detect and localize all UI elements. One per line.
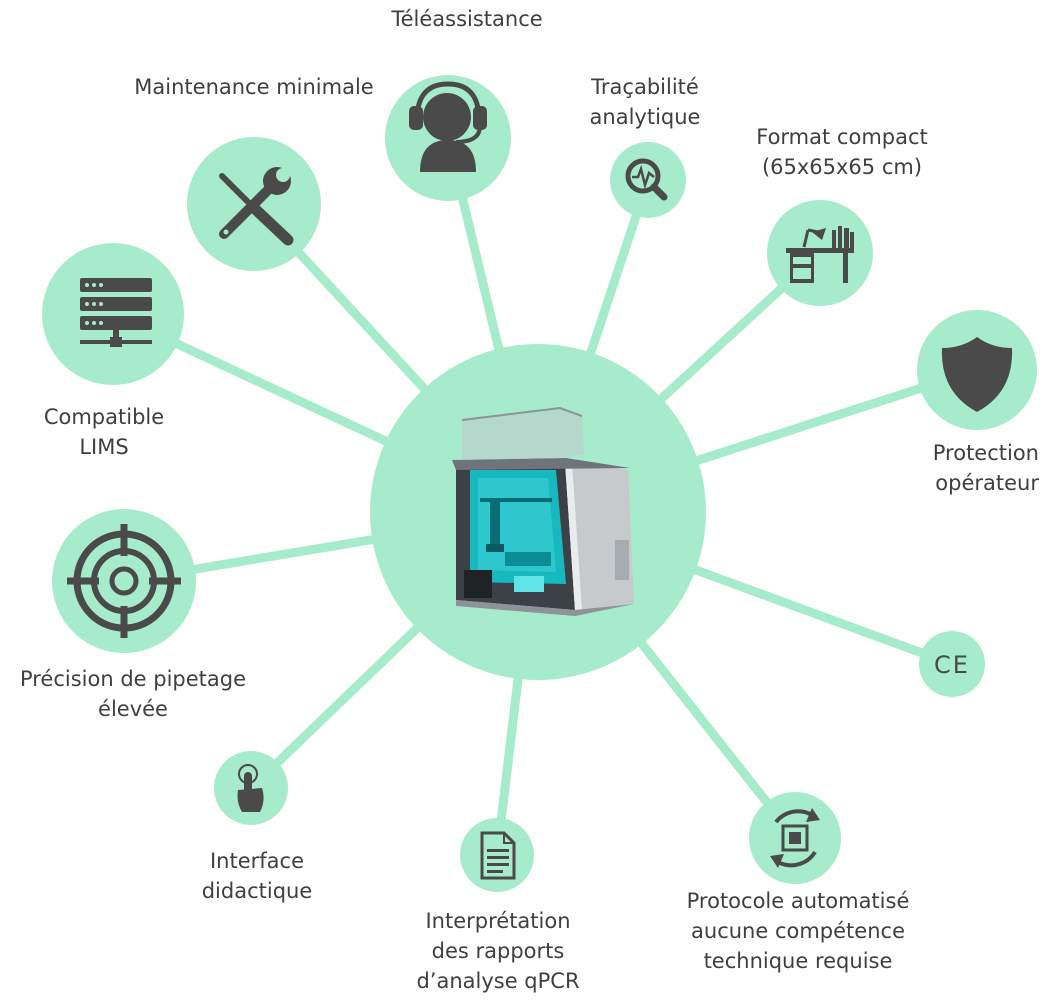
node-precision — [52, 509, 196, 653]
label-interpretation: Interprétation des rapports d’analyse qP… — [416, 909, 580, 993]
wrench-screwdriver-icon — [219, 167, 294, 246]
label-protection: Protection opérateur — [932, 441, 1039, 495]
node-lims — [42, 243, 184, 385]
magnifier-pulse-icon — [625, 158, 668, 201]
label-format: Format compact (65x65x65 cm) — [756, 125, 928, 179]
label-protocole: Protocole automatisé aucune compétence t… — [686, 889, 910, 973]
label-teleassistance: Téléassistance — [391, 7, 543, 31]
headset-user-icon — [409, 81, 487, 172]
chip-cycle-icon — [770, 808, 820, 868]
node-ce — [919, 631, 985, 697]
target-icon — [67, 524, 181, 638]
ce-mark-icon: CE — [934, 651, 970, 679]
touch-hand-icon — [237, 764, 264, 812]
svg-text:CE: CE — [934, 651, 970, 679]
node-interpretation — [460, 818, 534, 892]
label-lims: Compatible LIMS — [43, 405, 165, 459]
label-precision: Précision de pipetage élevée — [19, 667, 247, 721]
label-tracabilite: Traçabilité analytique — [589, 75, 701, 129]
shield-icon — [941, 337, 1013, 412]
document-icon — [480, 831, 516, 880]
label-maintenance: Maintenance minimale — [134, 75, 374, 99]
server-icon — [80, 278, 152, 347]
desk-icon — [786, 226, 854, 283]
label-interface: Interface didactique — [201, 849, 313, 903]
3d-printer-machine — [452, 406, 634, 616]
node-tracabilite — [610, 142, 686, 218]
